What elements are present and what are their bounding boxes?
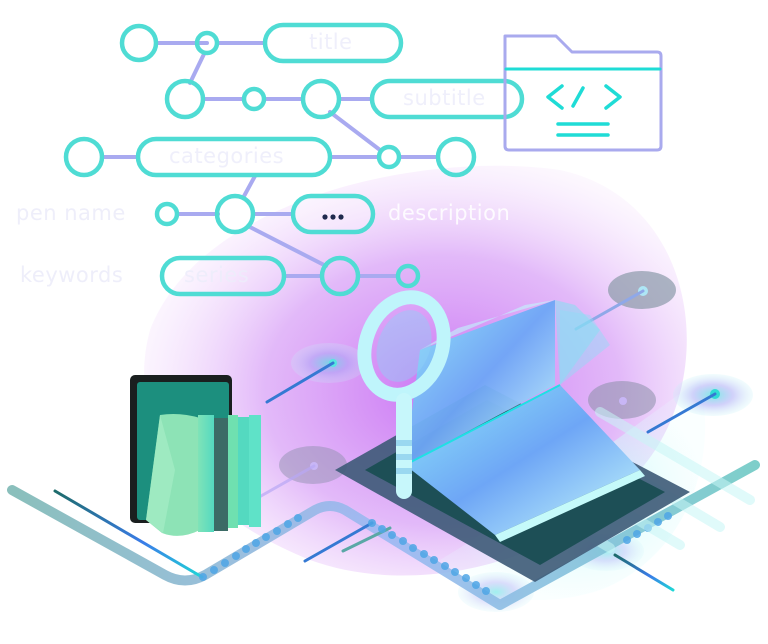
tree-node bbox=[119, 23, 159, 63]
keywords-label: keywords bbox=[20, 263, 124, 287]
tree-node bbox=[376, 144, 402, 170]
search-book-platform bbox=[335, 290, 690, 582]
description-label: description bbox=[388, 201, 511, 225]
tree-node bbox=[435, 136, 477, 178]
pill-series-label: series bbox=[184, 263, 250, 287]
pill-categories-label: categories bbox=[169, 144, 285, 168]
pill-title-label: title bbox=[309, 30, 353, 54]
metadata-tree bbox=[63, 22, 525, 297]
tree-node bbox=[300, 78, 342, 120]
tree-node bbox=[164, 78, 206, 120]
pill-series bbox=[159, 255, 287, 297]
pill-categories bbox=[135, 136, 333, 178]
bookshelf-tablet bbox=[130, 375, 261, 536]
tree-node bbox=[154, 201, 180, 227]
tree-node bbox=[319, 255, 361, 297]
pill-subtitle bbox=[369, 78, 525, 120]
pill-title bbox=[262, 22, 404, 64]
tree-node bbox=[214, 193, 256, 235]
pill-more bbox=[290, 193, 376, 235]
pill-subtitle-label: subtitle bbox=[403, 86, 486, 110]
code-folder-icon bbox=[503, 34, 663, 152]
pen-name-label: pen name bbox=[16, 201, 126, 225]
tree-node bbox=[395, 263, 421, 289]
tree-node bbox=[241, 86, 267, 112]
more-dots-icon bbox=[322, 214, 344, 220]
tree-node bbox=[194, 30, 220, 56]
tree-node bbox=[63, 136, 105, 178]
